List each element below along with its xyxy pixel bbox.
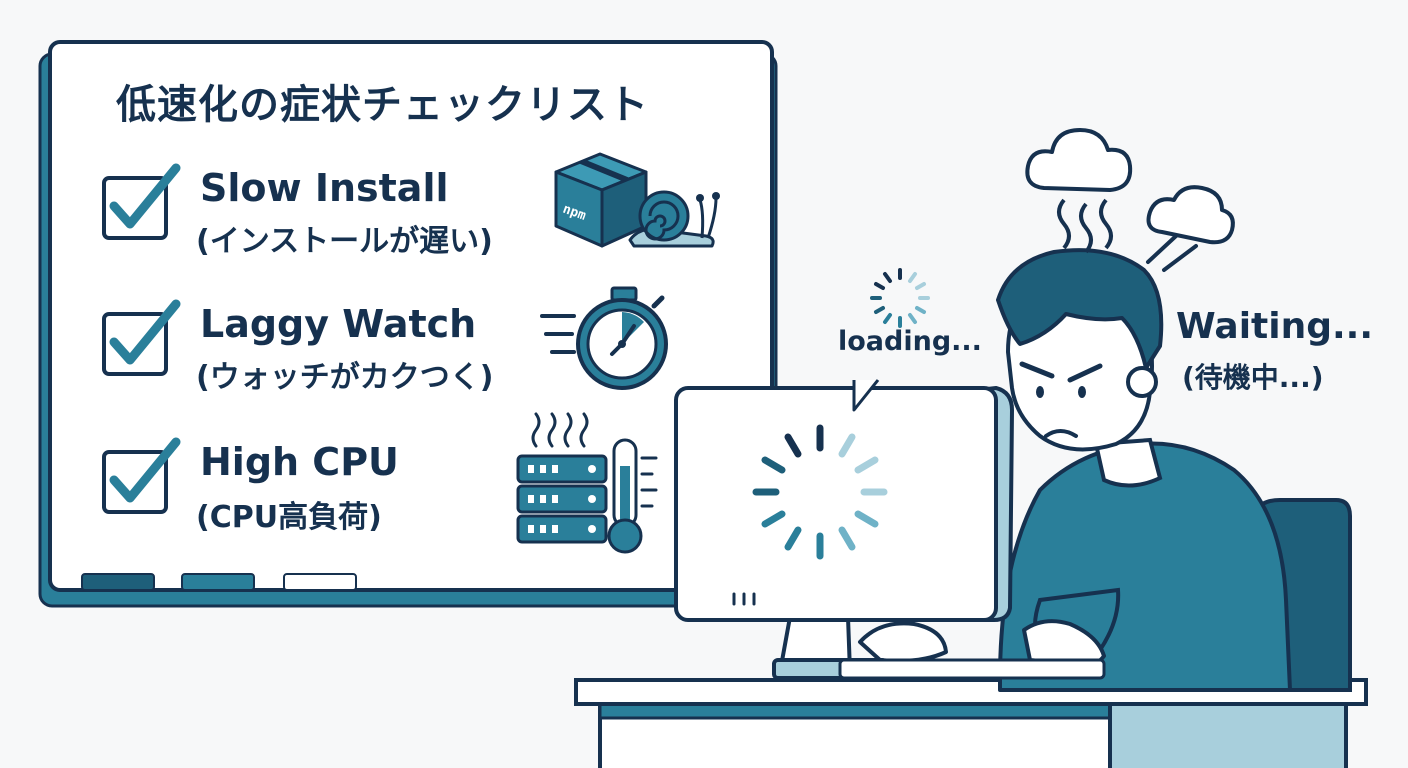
marker-white xyxy=(283,573,357,591)
waiting-status: Waiting... xyxy=(1176,306,1374,347)
check-mark-icon xyxy=(109,437,181,503)
item-watch-sublabel: (ウォッチがカクつく) xyxy=(196,360,494,395)
marker-dark xyxy=(81,573,155,591)
item-cpu-sublabel: (CPU高負荷) xyxy=(196,500,382,535)
ear xyxy=(1126,366,1158,398)
monitor xyxy=(674,386,1106,680)
checkbox-cpu xyxy=(102,437,181,514)
check-mark-icon xyxy=(109,299,181,365)
small-spinner-icon xyxy=(870,268,930,328)
loading-bubble-text: loading... xyxy=(838,326,982,357)
npm-box-snail-icon: npm xyxy=(554,152,720,248)
checkbox-install xyxy=(102,163,181,240)
checkbox-watch xyxy=(102,299,181,376)
loading-spinner-icon xyxy=(752,424,888,560)
marker-teal xyxy=(181,573,255,591)
item-install-sublabel: (インストールが遅い) xyxy=(196,224,493,259)
check-mark-icon xyxy=(109,163,181,229)
desk xyxy=(574,678,1368,768)
waiting-status-jp: (待機中...) xyxy=(1182,361,1324,394)
stopwatch-icon xyxy=(540,286,668,390)
speech-bubble-tail xyxy=(852,379,880,412)
item-cpu-label: High CPU xyxy=(200,440,399,484)
person xyxy=(858,248,1292,692)
hair xyxy=(996,248,1164,370)
item-watch-label: Laggy Watch xyxy=(200,302,477,346)
item-install-label: Slow Install xyxy=(200,166,449,210)
frustration-steam-icon xyxy=(1025,128,1235,272)
checklist-title: 低速化の症状チェックリスト xyxy=(116,82,649,128)
hot-server-thermometer-icon xyxy=(516,412,658,554)
